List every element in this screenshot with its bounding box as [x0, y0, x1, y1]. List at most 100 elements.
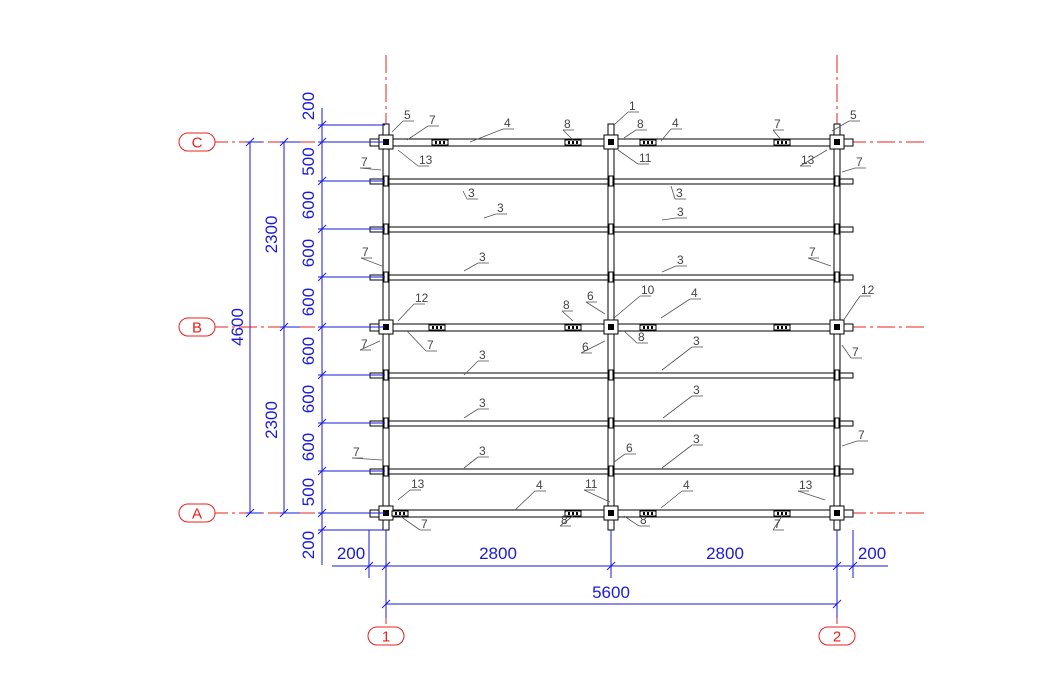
dimension-tick — [317, 224, 327, 234]
callout-leader — [772, 515, 783, 531]
callout-leader — [469, 128, 504, 143]
purlin-clip — [834, 417, 840, 429]
callout-3: 3 — [463, 250, 489, 272]
callout-7: 7 — [841, 344, 862, 359]
bolt-group — [383, 139, 389, 145]
callout-13: 13 — [797, 478, 826, 501]
callout-leader — [462, 190, 468, 200]
callout-3: 3 — [463, 348, 489, 376]
callout-7: 7 — [359, 337, 381, 351]
bolt-group — [608, 139, 614, 145]
callout-leader — [670, 185, 676, 200]
bolt-group — [834, 324, 840, 330]
bolt — [651, 141, 653, 144]
bolt — [643, 512, 645, 515]
callout-number-4: 4 — [672, 116, 679, 130]
callout-number-7: 7 — [429, 113, 436, 127]
bolt — [568, 326, 570, 329]
bolt — [572, 512, 574, 515]
callout-leader — [397, 303, 415, 322]
bolt — [785, 512, 787, 515]
axis-bubble-row-C-label: C — [192, 135, 203, 152]
purlin-clip — [608, 465, 614, 477]
dimension-tick — [381, 599, 391, 609]
bolt — [785, 326, 787, 329]
callout-number-6: 6 — [626, 441, 633, 455]
bolt — [647, 512, 649, 515]
purlin-clip — [608, 417, 614, 429]
callout-leader — [514, 490, 536, 511]
callout-number-3: 3 — [677, 253, 684, 267]
callout-3: 3 — [670, 185, 686, 200]
callout-leader — [585, 301, 606, 315]
callout-leader — [463, 360, 479, 376]
callout-13: 13 — [397, 149, 433, 167]
callout-number-7: 7 — [858, 428, 865, 442]
callout-number-6: 6 — [587, 289, 594, 303]
dimension-bottom-segment-4: 200 — [858, 544, 886, 563]
callout-leader — [841, 167, 856, 173]
dimension-tick — [317, 272, 327, 282]
callout-number-13: 13 — [801, 153, 815, 167]
callout-number-10: 10 — [641, 283, 655, 297]
callout-leader — [559, 515, 574, 527]
purlin-clip — [834, 465, 840, 477]
dimension-tick — [832, 599, 842, 609]
callout-number-7: 7 — [427, 338, 434, 352]
purlin-clip — [608, 271, 614, 283]
callout-number-8: 8 — [640, 513, 647, 527]
bolt — [647, 326, 649, 329]
axis-bubble-col-1: 1 — [367, 626, 405, 646]
dimension-left-outer: 4600 — [228, 308, 247, 346]
callout-number-3: 3 — [468, 186, 475, 200]
bolt — [439, 141, 441, 144]
bolt — [643, 326, 645, 329]
bolt — [443, 141, 445, 144]
callout-leader — [807, 257, 832, 267]
callout-leader — [397, 149, 419, 167]
bolt — [781, 512, 783, 515]
callout-leader — [660, 128, 672, 142]
callout-leader — [399, 515, 421, 531]
purlin-clip — [834, 271, 840, 283]
axis-bubble-row-B-frame — [178, 317, 216, 337]
bolt — [572, 326, 574, 329]
axis-bubble-col-2-label: 2 — [833, 629, 841, 646]
dimension-tick — [317, 370, 327, 380]
callout-number-13: 13 — [411, 477, 425, 491]
callout-12: 12 — [397, 291, 429, 322]
axis-bubble-row-C: C — [178, 132, 216, 152]
dimension-tick — [317, 137, 327, 147]
purlin-clip — [608, 223, 614, 235]
callout-8: 8 — [559, 513, 574, 527]
bolt — [436, 326, 438, 329]
callout-leader — [391, 120, 404, 133]
callout-4: 4 — [514, 478, 546, 511]
callout-number-6: 6 — [582, 340, 589, 354]
callout-6: 6 — [580, 340, 606, 354]
callout-7: 7 — [841, 155, 866, 173]
callout-number-12: 12 — [861, 283, 875, 297]
bolt — [785, 141, 787, 144]
callout-4: 4 — [660, 286, 701, 319]
bolt — [777, 326, 779, 329]
callout-leader — [613, 111, 629, 126]
callout-leader — [351, 457, 383, 461]
axis-bubble-col-1-frame — [367, 626, 405, 646]
callout-leader — [463, 262, 479, 272]
callout-4: 4 — [660, 116, 682, 142]
purlin-clip — [834, 175, 840, 187]
callout-number-3: 3 — [693, 383, 700, 397]
callout-7: 7 — [351, 445, 383, 461]
callout-number-3: 3 — [479, 348, 486, 362]
bolt — [568, 512, 570, 515]
callout-leader — [623, 515, 640, 527]
callout-number-7: 7 — [361, 155, 368, 169]
bolt — [435, 141, 437, 144]
callout-1: 1 — [613, 99, 639, 126]
axis-bubble-row-C-frame — [178, 132, 216, 152]
structural-members — [369, 123, 854, 531]
callout-3: 3 — [462, 186, 478, 200]
callout-leader — [360, 257, 383, 267]
